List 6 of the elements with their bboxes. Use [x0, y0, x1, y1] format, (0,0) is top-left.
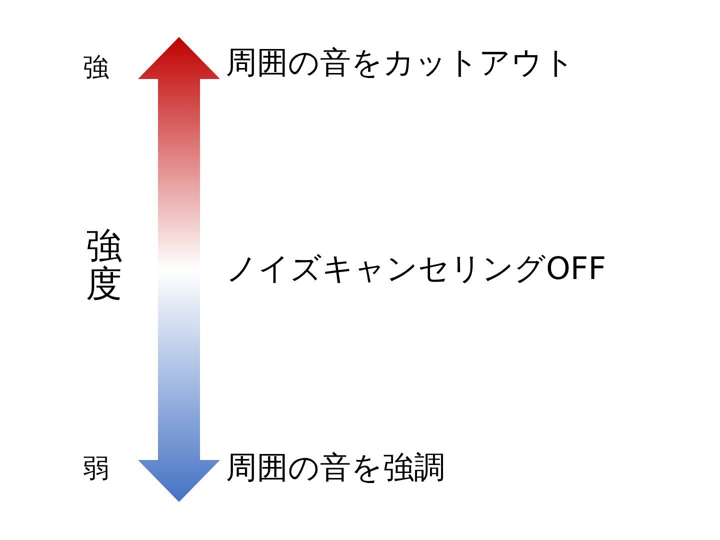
scale-end-label: 強 [83, 55, 109, 81]
level-label: 周囲の音をカットアウト [226, 48, 575, 79]
level-label: 周囲の音を強調 [226, 453, 445, 484]
level-label: ノイズキャンセリングOFF [226, 254, 606, 285]
scale-end-label: 弱 [83, 456, 109, 482]
axis-label: 強度 [86, 228, 122, 304]
